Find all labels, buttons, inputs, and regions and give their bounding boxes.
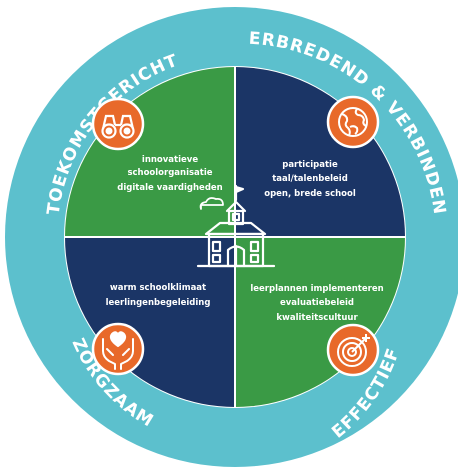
- quadrant-text-line: leerlingenbegeleiding: [106, 298, 211, 308]
- quadrant-text-line: leerplannen implementeren: [250, 284, 383, 294]
- badge-bottom-right: [326, 323, 380, 377]
- quadrant-text-line: evaluatiebeleid: [280, 298, 354, 308]
- school-building-icon: [196, 184, 276, 268]
- quadrant-text-line: innovatieve: [142, 155, 198, 165]
- quadrant-bottom-left-text: warm schoolklimaat leerlingenbegeleiding: [106, 283, 211, 308]
- globe-icon: [338, 107, 368, 137]
- quadrant-text-line: open, brede school: [264, 189, 356, 199]
- binoculars-icon: [101, 114, 135, 139]
- badge-top-right: [326, 95, 380, 149]
- quadrant-top-left-text: innovatieve schoolorganisatie digitale v…: [117, 155, 222, 193]
- quadrant-text-line: warm schoolklimaat: [110, 283, 206, 293]
- quadrant-bottom-right-text: leerplannen implementeren evaluatiebelei…: [250, 284, 383, 323]
- heart-hands-icon: [102, 331, 134, 370]
- quadrant-text-line: digitale vaardigheden: [117, 183, 222, 193]
- quadrant-text-line: schoolorganisatie: [127, 168, 212, 178]
- quadrant-text-line: kwaliteitscultuur: [276, 313, 358, 323]
- badge-bottom-left: [91, 322, 145, 376]
- quadrant-top-right-text: participatie taal/talenbeleid open, bred…: [264, 160, 356, 199]
- badge-top-left: [91, 97, 145, 151]
- quadrant-text-line: participatie: [282, 160, 338, 170]
- target-icon: [337, 334, 370, 367]
- quadrant-text-line: taal/talenbeleid: [272, 174, 348, 184]
